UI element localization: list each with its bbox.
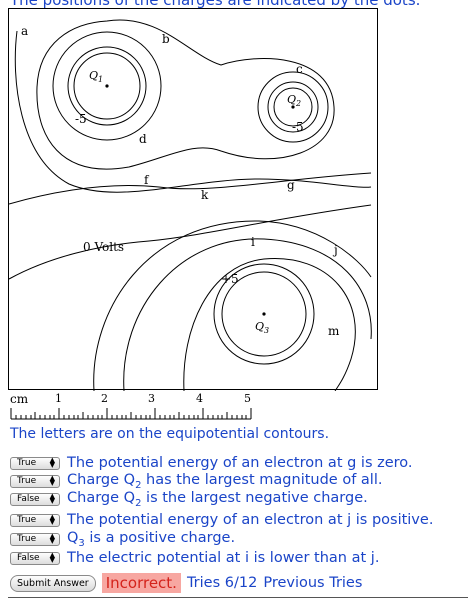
equipotential-figure: Q1 Q2 Q3 a b c d -5 -5 f g k 0 Volts i j… [8, 8, 378, 391]
statement-row: False ▲▼ The electric potential at i is l… [10, 549, 379, 567]
true-false-select[interactable]: True ▲▼ [10, 456, 60, 470]
select-value: True [17, 476, 37, 486]
contour-q2-inner [273, 87, 313, 127]
charge-q2-label: Q2 [287, 93, 301, 108]
result-badge: Incorrect. [101, 573, 181, 593]
true-false-select[interactable]: False ▲▼ [10, 492, 60, 506]
label-j: j [332, 243, 338, 257]
statement-text: The potential energy of an electron at j… [67, 512, 434, 528]
label-i: i [251, 235, 255, 249]
select-arrows-icon: ▲▼ [49, 492, 55, 505]
submit-answer-button[interactable]: Submit Answer [10, 574, 96, 592]
contour-zero-volts [9, 204, 372, 280]
label-d: d [139, 132, 147, 146]
label-b: b [162, 32, 170, 46]
charge-q1-label: Q1 [89, 69, 103, 84]
previous-tries-link[interactable]: Previous Tries [263, 575, 363, 591]
true-false-select[interactable]: True ▲▼ [10, 513, 60, 527]
ruler-number: 5 [244, 392, 251, 405]
statement-text: Charge Q2 is the largest negative charge… [67, 489, 368, 509]
select-arrows-icon: ▲▼ [49, 532, 55, 545]
label-a: a [21, 24, 28, 38]
label-minus5-q2: -5 [292, 120, 304, 134]
statement-row: True ▲▼ The potential energy of an electr… [10, 511, 433, 529]
select-value: True [17, 458, 37, 468]
select-value: True [17, 534, 37, 544]
tries-count: Tries 6/12 [186, 575, 258, 591]
contour-outer-j [93, 220, 372, 391]
select-arrows-icon: ▲▼ [49, 474, 55, 487]
contour-q3-mid [213, 263, 315, 365]
statement-text: The electric potential at i is lower tha… [67, 550, 380, 566]
label-k: k [201, 188, 209, 202]
select-arrows-icon: ▲▼ [49, 551, 55, 564]
contour-q2-mid [267, 81, 319, 133]
contour-a-d [14, 30, 372, 193]
contour-q3-outer [183, 258, 356, 391]
statement-text: The potential energy of an electron at g… [67, 455, 413, 471]
contour-note: The letters are on the equipotential con… [10, 426, 330, 442]
contour-q1-mid [67, 46, 147, 126]
label-minus5-q1: -5 [75, 112, 87, 126]
ruler-unit: cm [10, 392, 29, 406]
select-value: True [17, 515, 37, 525]
ruler-ticks [10, 408, 252, 420]
label-g: g [287, 178, 295, 192]
true-false-select[interactable]: True ▲▼ [10, 532, 60, 546]
select-value: False [17, 553, 40, 563]
statement-text: Q3 is a positive charge. [67, 529, 236, 549]
true-false-select[interactable]: True ▲▼ [10, 474, 60, 488]
contour-b-c [36, 19, 335, 170]
statement-row: True ▲▼ Charge Q2 has the largest magnitu… [10, 472, 382, 490]
select-arrows-icon: ▲▼ [49, 456, 55, 469]
contour-q2-outer [257, 71, 329, 143]
statement-row: True ▲▼ Q3 is a positive charge. [10, 530, 235, 548]
ruler-number: 4 [196, 392, 203, 405]
true-false-select[interactable]: False ▲▼ [10, 551, 60, 565]
ruler-number: 2 [101, 392, 108, 405]
select-value: False [17, 494, 40, 504]
charge-q3-dot [262, 312, 266, 316]
contour-q1-inner [73, 52, 141, 120]
contour-f-g [9, 172, 372, 205]
charge-q2-dot [291, 105, 295, 109]
submit-row: Submit Answer Incorrect. Tries 6/12 Prev… [10, 572, 362, 594]
label-plus5: +5 [221, 272, 239, 286]
statement-row: True ▲▼ The potential energy of an electr… [10, 454, 413, 472]
statement-text: Charge Q2 has the largest magnitude of a… [67, 471, 383, 491]
ruler-number: 3 [148, 392, 155, 405]
statement-row: False ▲▼ Charge Q2 is the largest negativ… [10, 490, 368, 508]
charge-q3-label: Q3 [255, 320, 269, 335]
contour-q3-inner [221, 271, 307, 357]
cm-ruler: cm 1 2 3 4 5 [8, 392, 258, 426]
label-f: f [144, 173, 150, 187]
contour-i-j [123, 238, 372, 391]
contour-q1-outer [52, 31, 162, 141]
select-arrows-icon: ▲▼ [49, 513, 55, 526]
label-zero-volts: 0 Volts [83, 240, 124, 254]
label-m: m [328, 324, 340, 338]
instructions-caption: The positions of the charges are indicat… [10, 0, 421, 9]
charge-q1-dot [105, 84, 109, 88]
label-c: c [296, 62, 303, 76]
contour-plot: Q1 Q2 Q3 a b c d -5 -5 f g k 0 Volts i j… [9, 19, 372, 391]
divider [8, 597, 468, 598]
ruler-number: 1 [55, 392, 62, 405]
